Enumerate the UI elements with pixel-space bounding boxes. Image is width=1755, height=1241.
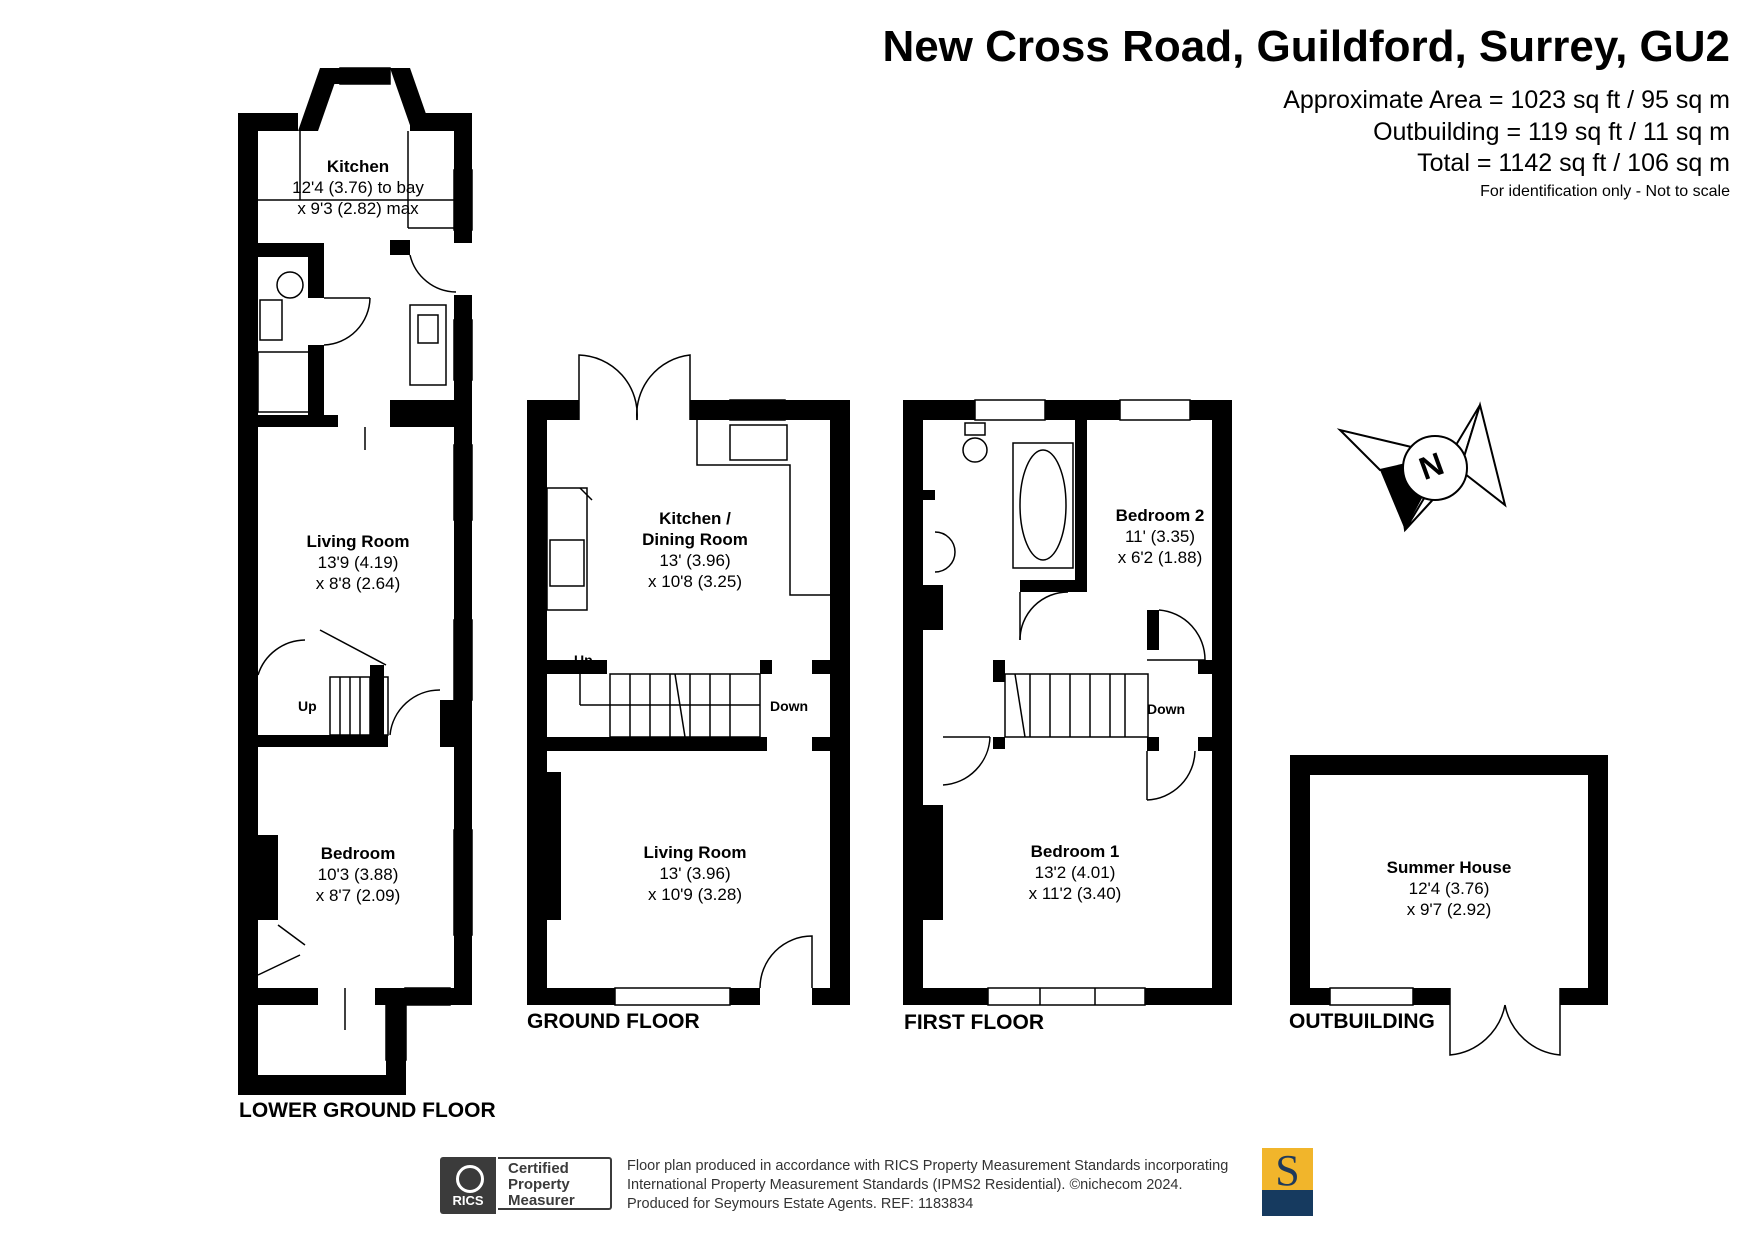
agent-logo-band [1262, 1190, 1313, 1216]
room-ff-bedroom-2: Bedroom 2 11' (3.35) x 6'2 (1.88) [1100, 505, 1220, 568]
room-ff-bedroom-1: Bedroom 1 13'2 (4.01) x 11'2 (3.40) [1000, 841, 1150, 904]
room-name-2: Dining Room [642, 530, 748, 549]
stair-up-label: Up [574, 652, 593, 668]
first-floor-walls [903, 400, 1232, 1005]
room-dim: x 8'8 (2.64) [315, 574, 401, 593]
rics-label: RICS [452, 1193, 484, 1208]
floor-label-first: FIRST FLOOR [904, 1011, 1044, 1034]
footer-credits: Floor plan produced in accordance with R… [627, 1157, 1228, 1214]
stair-up-label: Up [298, 698, 317, 714]
room-dim: x 8'7 (2.09) [315, 886, 401, 905]
outbuilding-walls [1290, 755, 1608, 1005]
cert-line: Certified [508, 1160, 569, 1177]
first-floor-fixtures [934, 399, 1206, 1006]
lower-ground-walls [238, 68, 472, 1095]
room-dim: x 9'7 (2.92) [1406, 900, 1492, 919]
room-dim: x 11'2 (3.40) [1028, 884, 1122, 903]
room-dim: 12'4 (3.76) to bay [292, 178, 424, 197]
room-dim: 13'9 (4.19) [317, 553, 399, 572]
room-dim: 10'3 (3.88) [317, 865, 399, 884]
room-dim: x 10'8 (3.25) [648, 572, 742, 591]
stair-down-label: Down [770, 698, 809, 714]
floor-label-lower-ground: LOWER GROUND FLOOR [239, 1099, 496, 1122]
room-name: Bedroom 2 [1115, 506, 1205, 525]
room-name: Kitchen [326, 157, 390, 176]
agent-logo: S [1262, 1148, 1313, 1216]
lower-ground-fixtures [257, 67, 473, 1061]
room-name: Bedroom 1 [1030, 842, 1120, 861]
room-dim: x 6'2 (1.88) [1117, 548, 1203, 567]
room-lg-bedroom: Bedroom 10'3 (3.88) x 8'7 (2.09) [278, 843, 438, 906]
room-dim: 11' (3.35) [1124, 527, 1196, 546]
room-name: Living Room [306, 532, 410, 551]
room-name: Kitchen / [659, 509, 731, 528]
outbuilding-area: Outbuilding = 119 sq ft / 11 sq m [1373, 118, 1730, 146]
disclaimer: For identification only - Not to scale [1480, 183, 1730, 200]
room-name: Bedroom [320, 844, 396, 863]
floor-label-ground: GROUND FLOOR [527, 1010, 700, 1033]
outbuilding-fixtures [1329, 987, 1561, 1056]
property-title: New Cross Road, Guildford, Surrey, GU2 [882, 22, 1730, 71]
stair-down-label: Down [1147, 701, 1186, 717]
compass-rose-icon [1336, 401, 1507, 533]
room-dim: 13'2 (4.01) [1034, 863, 1116, 882]
room-dim: x 9'3 (2.82) max [297, 199, 419, 218]
ground-floor-walls [527, 400, 850, 1005]
agent-logo-letter: S [1262, 1148, 1313, 1194]
footer-line: Produced for Seymours Estate Agents. REF… [627, 1196, 974, 1212]
room-name: Summer House [1386, 858, 1512, 877]
cert-line: Property [508, 1176, 570, 1193]
room-gf-living: Living Room 13' (3.96) x 10'9 (3.28) [610, 842, 780, 905]
room-summer-house: Summer House 12'4 (3.76) x 9'7 (2.92) [1374, 857, 1524, 920]
room-gf-kitchen-dining: Kitchen / Dining Room 13' (3.96) x 10'8 … [610, 508, 780, 592]
room-dim: 12'4 (3.76) [1408, 879, 1490, 898]
room-lg-kitchen: Kitchen 12'4 (3.76) to bay x 9'3 (2.82) … [278, 156, 438, 219]
footer-line: Floor plan produced in accordance with R… [627, 1158, 1229, 1174]
room-name: Living Room [643, 843, 747, 862]
room-dim: 13' (3.96) [659, 864, 731, 883]
approx-area: Approximate Area = 1023 sq ft / 95 sq m [1283, 86, 1730, 114]
floor-label-outbuilding: OUTBUILDING [1289, 1010, 1435, 1033]
ground-floor-fixtures [546, 354, 830, 1006]
room-dim: x 10'9 (3.28) [648, 885, 742, 904]
rics-logo: RICS [440, 1157, 496, 1214]
room-dim: 13' (3.96) [659, 551, 731, 570]
room-lg-living: Living Room 13'9 (4.19) x 8'8 (2.64) [278, 531, 438, 594]
footer-line: International Property Measurement Stand… [627, 1177, 1183, 1193]
cert-line: Measurer [508, 1192, 575, 1209]
rics-crest-icon [456, 1165, 484, 1193]
certified-measurer-label: Certified Property Measurer [498, 1157, 612, 1210]
total-area: Total = 1142 sq ft / 106 sq m [1417, 149, 1730, 177]
rics-certified-badge: RICS Certified Property Measurer [440, 1157, 616, 1214]
